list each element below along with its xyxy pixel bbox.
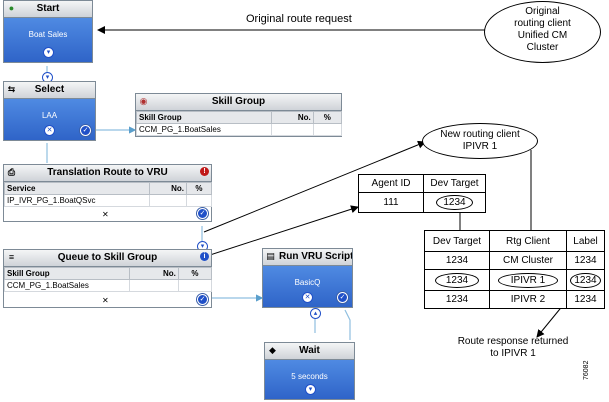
- translation-route-node[interactable]: ⎙ Translation Route to VRU! Service No. %…: [3, 164, 213, 222]
- col-header: %: [177, 267, 213, 280]
- skill-group-table: Skill Group No. % CCM_PG_1.BoatSales: [136, 111, 343, 136]
- vru-script-icon: ▤: [266, 251, 275, 261]
- table-cell: 1234: [566, 251, 605, 270]
- queue-to-skill-group-node[interactable]: ≡ Queue to Skill Group i Skill Group No. %…: [3, 249, 213, 308]
- table-cell: 1234: [566, 290, 605, 309]
- connector-node-icon: ▴: [310, 308, 321, 319]
- run-vru-script-node[interactable]: ▤ Run VRU Script BasicQ ✕ ✓: [262, 248, 353, 308]
- col-header: Skill Group: [4, 267, 130, 280]
- start-node[interactable]: ● Start Boat Sales ▾: [3, 0, 93, 63]
- route-response-label: Route response returned to IPIVR 1: [448, 336, 578, 360]
- highlight-ellipse: 1234: [436, 195, 473, 210]
- skill-group-node[interactable]: ◉ Skill Group Skill Group No. % CCM_PG_1.…: [135, 93, 343, 137]
- node-title: Skill Group: [211, 96, 266, 107]
- x-icon[interactable]: ✕: [44, 125, 55, 136]
- table-cell[interactable]: [177, 279, 213, 292]
- col-header: Dev Target: [424, 230, 490, 252]
- node-title: Start: [36, 3, 60, 14]
- chevron-down-icon[interactable]: ▾: [43, 47, 54, 58]
- callout-line: Route response returned: [457, 336, 569, 347]
- node-label: BasicQ: [294, 278, 321, 287]
- table-row: 1234 CM Cluster 1234: [424, 251, 605, 270]
- error-icon: !: [200, 167, 209, 176]
- col-header: Rtg Client: [489, 230, 567, 252]
- callout-line: routing client: [514, 18, 571, 29]
- highlight-ellipse: IPIVR 1: [497, 272, 559, 288]
- callout-line: Unified CM: [517, 30, 568, 41]
- col-header: No.: [271, 111, 314, 124]
- translation-route-table: Service No. % IP_IVR_PG_1.BoatQSvc: [4, 182, 213, 207]
- original-request-label: Original route request: [246, 13, 352, 25]
- original-client-ellipse: Original routing client Unified CM Clust…: [484, 1, 601, 63]
- table-cell: CM Cluster: [489, 251, 567, 270]
- info-icon: i: [200, 252, 209, 261]
- callout-line: to IPIVR 1: [490, 348, 536, 359]
- col-header: No.: [129, 267, 179, 280]
- callout-line: Cluster: [526, 42, 559, 53]
- node-title: Queue to Skill Group: [57, 252, 158, 263]
- node-label: Boat Sales: [28, 30, 68, 39]
- node-title: Translation Route to VRU: [47, 167, 168, 178]
- figure-id: 76082: [583, 360, 590, 380]
- node-label: LAA: [41, 111, 58, 120]
- table-cell: 1234: [566, 269, 605, 291]
- table-cell[interactable]: [185, 194, 213, 207]
- table-cell[interactable]: CCM_PG_1.BoatSales: [4, 279, 130, 292]
- new-client-ellipse: New routing client IPIVR 1: [422, 123, 538, 159]
- table-row: 1234 IPIVR 2 1234: [424, 290, 605, 309]
- queue-skill-table: Skill Group No. % CCM_PG_1.BoatSales: [4, 267, 213, 292]
- route-table: Dev Target Rtg Client Label 1234 CM Clus…: [424, 230, 605, 309]
- table-cell: IPIVR 2: [489, 290, 567, 309]
- check-icon[interactable]: ✓: [197, 208, 208, 219]
- col-header: Service: [4, 182, 150, 195]
- node-title: Run VRU Script: [279, 251, 352, 262]
- col-header: %: [185, 182, 213, 195]
- select-node[interactable]: ⇆ Select LAA ✕ ✓: [3, 81, 96, 141]
- table-cell[interactable]: [129, 279, 179, 292]
- col-header: Dev Target: [423, 174, 486, 193]
- x-icon[interactable]: ✕: [102, 210, 109, 219]
- table-cell[interactable]: CCM_PG_1.BoatSales: [136, 123, 272, 136]
- col-header: No.: [149, 182, 187, 195]
- select-arrows-icon: ⇆: [7, 84, 16, 94]
- check-icon[interactable]: ✓: [197, 294, 208, 305]
- node-label: 5 seconds: [291, 372, 328, 381]
- node-title: Wait: [299, 345, 320, 356]
- table-cell[interactable]: [312, 123, 343, 136]
- traffic-light-icon: ●: [8, 3, 15, 13]
- table-cell[interactable]: IP_IVR_PG_1.BoatQSvc: [4, 194, 150, 207]
- node-title: Select: [34, 84, 65, 95]
- col-header: Skill Group: [136, 111, 272, 124]
- callout-line: Original: [525, 6, 560, 17]
- check-icon[interactable]: ✓: [80, 125, 91, 136]
- queue-icon: ≡: [8, 252, 15, 262]
- table-cell: 1234: [423, 192, 486, 213]
- table-cell: 1234: [424, 290, 490, 309]
- chevron-down-icon[interactable]: ▾: [305, 384, 316, 395]
- agent-table: Agent ID Dev Target 111 1234: [358, 174, 486, 213]
- table-cell[interactable]: [149, 194, 187, 207]
- table-cell: 111: [358, 192, 424, 213]
- highlight-ellipse: 1234: [570, 272, 601, 288]
- col-header: %: [312, 111, 343, 124]
- translation-route-icon: ⎙: [7, 167, 16, 177]
- table-cell: IPIVR 1: [489, 269, 567, 291]
- x-icon[interactable]: ✕: [102, 296, 109, 305]
- table-cell: 1234: [424, 251, 490, 270]
- table-cell[interactable]: [271, 123, 314, 136]
- callout-line: New routing client: [440, 129, 520, 140]
- col-header: Agent ID: [358, 174, 424, 193]
- wait-arrows-icon: ◆: [269, 345, 276, 355]
- table-cell: 1234: [424, 269, 490, 291]
- x-icon[interactable]: ✕: [302, 292, 313, 303]
- check-icon[interactable]: ✓: [337, 292, 348, 303]
- highlight-ellipse: 1234: [434, 272, 480, 288]
- col-header: Label: [566, 230, 605, 252]
- wait-node[interactable]: ◆ Wait 5 seconds ▾: [264, 342, 355, 400]
- table-row: 1234 IPIVR 1 1234: [424, 269, 605, 291]
- callout-line: IPIVR 1: [462, 141, 498, 152]
- skill-group-icon: ◉: [139, 96, 148, 106]
